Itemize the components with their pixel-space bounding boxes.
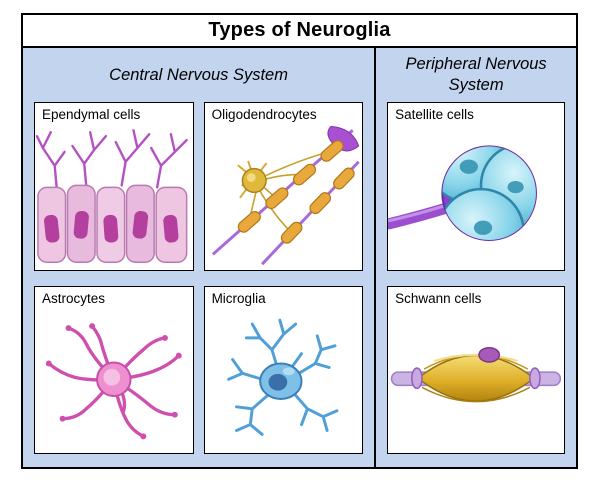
diagram-title: Types of Neuroglia [23, 15, 576, 48]
section-cns: Central Nervous System Ependymal cells [23, 48, 377, 467]
panel-label-ependymal: Ependymal cells [42, 107, 141, 122]
astrocytes-illustration [35, 306, 193, 454]
panel-label-oligodendrocytes: Oligodendrocytes [211, 107, 317, 122]
panel-schwann-cells: Schwann cells [387, 285, 565, 454]
panel-label-schwann: Schwann cells [395, 290, 482, 306]
panel-astrocytes: Astrocytes [34, 285, 194, 454]
schwann-cells-illustration [388, 306, 564, 454]
satellite-cells-illustration [388, 122, 564, 270]
microglia-illustration [205, 306, 363, 454]
panel-satellite-cells: Satellite cells [387, 102, 565, 271]
diagram-body: Central Nervous System Ependymal cells [23, 48, 576, 467]
panel-ependymal-cells: Ependymal cells [34, 102, 194, 271]
panel-label-microglia: Microglia [211, 290, 266, 306]
cns-panels: Ependymal cells [23, 102, 374, 467]
panel-oligodendrocytes: Oligodendrocytes [203, 102, 364, 271]
section-pns: Peripheral Nervous System Satellite cell… [376, 48, 576, 467]
neuroglia-diagram: Types of Neuroglia Central Nervous Syste… [21, 13, 578, 469]
panel-microglia: Microglia [203, 285, 364, 454]
oligodendrocytes-illustration [205, 122, 363, 270]
panel-label-satellite: Satellite cells [395, 107, 474, 122]
section-header-pns: Peripheral Nervous System [405, 55, 547, 94]
panel-label-astrocytes: Astrocytes [42, 290, 106, 306]
pns-panels: Satellite cells [376, 102, 576, 467]
section-header-cns: Central Nervous System [109, 65, 288, 84]
ependymal-cells-illustration [35, 122, 193, 270]
